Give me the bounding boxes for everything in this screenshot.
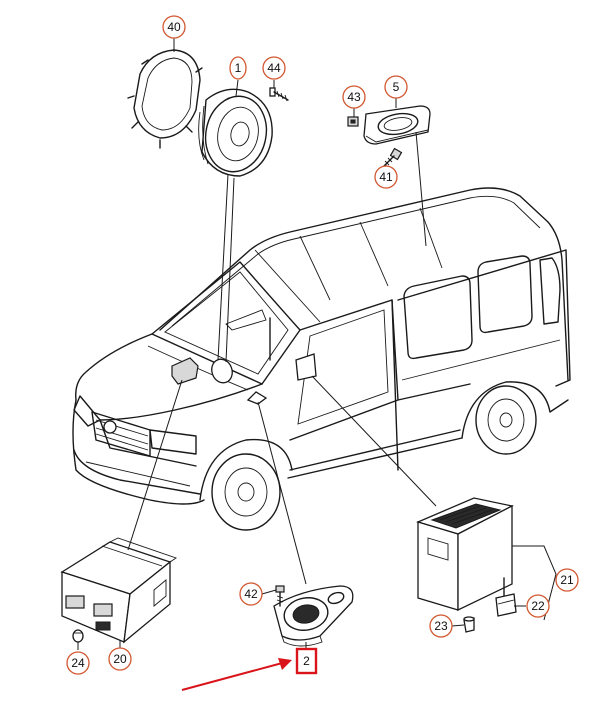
pointer-arrow [181, 658, 292, 691]
callout-23: 23 [429, 614, 453, 638]
callout-5: 5 [384, 75, 408, 99]
callout-44: 44 [262, 56, 286, 80]
callout-20-text: 20 [113, 652, 127, 666]
callout-41-text: 41 [379, 170, 393, 184]
speaker-mounting-ring-40 [127, 49, 203, 149]
leader-lines [77, 38, 557, 650]
callout-1-text: 1 [235, 61, 242, 75]
callout-42: 42 [239, 582, 263, 606]
door-speaker-1 [198, 88, 273, 177]
callout-22: 22 [526, 594, 550, 618]
callout-21: 21 [555, 568, 579, 592]
amplifier-20 [60, 537, 178, 644]
screw-41 [383, 147, 403, 167]
callout-40: 40 [162, 15, 186, 39]
connector-22 [495, 577, 517, 617]
clip-43 [347, 116, 359, 127]
callout-2-highlighted: 2 [295, 647, 318, 675]
callout-44-text: 44 [267, 61, 281, 75]
callout-22-text: 22 [531, 599, 545, 613]
speaker-2 [273, 585, 354, 647]
callout-43-text: 43 [347, 90, 361, 104]
clip-23 [463, 616, 475, 633]
callout-1: 1 [229, 56, 247, 80]
cap-24 [72, 629, 84, 643]
callout-21-text: 21 [560, 573, 574, 587]
screw-44 [269, 87, 289, 102]
callout-20: 20 [108, 647, 132, 671]
roof-speaker-5 [363, 105, 431, 145]
screw-42 [275, 585, 285, 607]
callout-41: 41 [374, 165, 398, 189]
callout-42-text: 42 [244, 587, 258, 601]
callout-2-text: 2 [303, 654, 310, 668]
radio-unit-21 [416, 497, 514, 612]
callout-5-text: 5 [393, 80, 400, 94]
callout-24-text: 24 [71, 656, 85, 670]
callout-40-text: 40 [167, 20, 181, 34]
callout-23-text: 23 [434, 619, 448, 633]
callout-43: 43 [342, 85, 366, 109]
van-illustration [72, 187, 571, 531]
callout-24: 24 [66, 651, 90, 675]
